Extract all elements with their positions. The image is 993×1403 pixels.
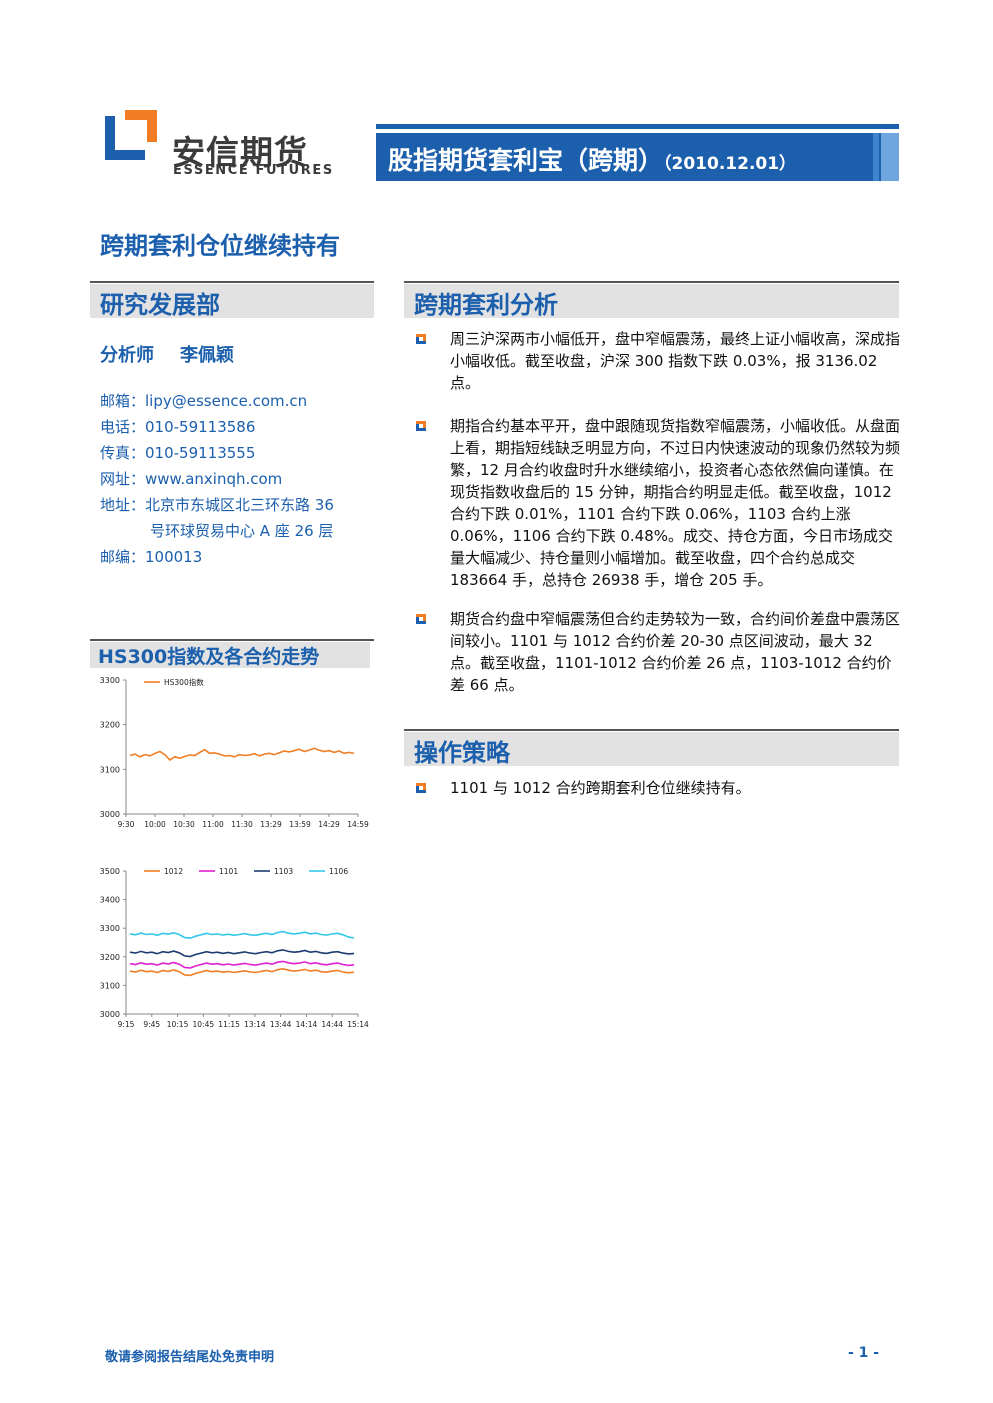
title-banner bbox=[376, 133, 899, 181]
logo-english-name: ESSENCE FUTURES bbox=[173, 163, 334, 178]
y-tick-label: 3300 bbox=[100, 924, 120, 933]
banner-accent-stripe bbox=[873, 133, 879, 181]
bullet-icon bbox=[416, 334, 426, 344]
y-tick-label: 3400 bbox=[100, 896, 120, 905]
x-tick-label: 9:45 bbox=[143, 1020, 160, 1029]
x-tick-label: 13:44 bbox=[270, 1020, 292, 1029]
footer-disclaimer: 敬请参阅报告结尾处免责申明 bbox=[105, 1350, 275, 1365]
company-logo-icon bbox=[105, 110, 157, 160]
contact-email: 邮箱：lipy@essence.com.cn bbox=[100, 392, 308, 410]
x-tick-label: 10:30 bbox=[173, 820, 195, 829]
contact-website: 网址：www.anxinqh.com bbox=[100, 470, 283, 488]
legend-label: 1101 bbox=[219, 867, 238, 876]
series-line-1012 bbox=[129, 967, 355, 977]
y-tick-label: 3200 bbox=[100, 953, 120, 962]
series-line-1106 bbox=[129, 930, 355, 940]
x-tick-label: 11:15 bbox=[218, 1020, 240, 1029]
x-tick-label: 10:15 bbox=[167, 1020, 189, 1029]
contact-fax: 传真：010-59113555 bbox=[100, 444, 256, 462]
y-tick-label: 3200 bbox=[100, 721, 120, 730]
logo-chinese-name: 安信期货 bbox=[172, 133, 308, 172]
x-tick-label: 10:00 bbox=[144, 820, 166, 829]
contact-address-line2: 号环球贸易中心 A 座 26 层 bbox=[150, 522, 334, 540]
legend-label: HS300指数 bbox=[164, 677, 204, 687]
x-tick-label: 10:45 bbox=[193, 1020, 215, 1029]
report-title-text: 股指期货套利宝（跨期） bbox=[388, 146, 664, 175]
contact-address: 地址：北京市东城区北三环东路 36 bbox=[100, 496, 334, 514]
banner-top-rule bbox=[376, 124, 899, 129]
banner-accent-stripe bbox=[881, 133, 899, 181]
x-tick-label: 13:29 bbox=[260, 820, 282, 829]
legend-label: 1012 bbox=[164, 867, 183, 876]
strategy-text: 1101 与 1012 合约跨期套利仓位继续持有。 bbox=[450, 779, 751, 797]
y-tick-label: 3300 bbox=[100, 676, 120, 685]
section-rule bbox=[90, 639, 374, 641]
section-rule bbox=[404, 729, 899, 731]
series-line-1101 bbox=[129, 960, 355, 969]
bullet-icon bbox=[416, 783, 426, 793]
chart-section-title: HS300指数及各合约走势 bbox=[98, 646, 320, 668]
y-tick-label: 3000 bbox=[100, 1010, 120, 1019]
y-tick-label: 3000 bbox=[100, 810, 120, 819]
section-title-research: 研究发展部 bbox=[100, 291, 220, 319]
section-rule bbox=[90, 281, 374, 283]
x-tick-label: 14:44 bbox=[321, 1020, 343, 1029]
bullet-icon bbox=[416, 421, 426, 431]
section-header-bg bbox=[404, 284, 899, 318]
section-header-bg bbox=[90, 284, 374, 318]
legend-label: 1106 bbox=[329, 867, 348, 876]
y-tick-label: 3500 bbox=[100, 867, 120, 876]
analysis-paragraph-2: 期指合约基本平开，盘中跟随现货指数窄幅震荡，小幅收低。从盘面上看，期指短线缺乏明… bbox=[450, 417, 901, 589]
y-tick-label: 3100 bbox=[100, 765, 120, 774]
x-tick-label: 15:14 bbox=[347, 1020, 369, 1029]
analyst-line: 分析师 李佩颖 bbox=[100, 341, 234, 367]
series-line-HS300指数 bbox=[129, 747, 355, 762]
x-tick-label: 11:30 bbox=[231, 820, 253, 829]
x-tick-label: 14:59 bbox=[347, 820, 369, 829]
x-tick-label: 14:29 bbox=[318, 820, 340, 829]
analyst-label: 分析师 bbox=[100, 345, 154, 366]
section-title-analysis: 跨期套利分析 bbox=[414, 291, 558, 319]
report-date: （2010.12.01） bbox=[663, 154, 797, 174]
section-header-bg bbox=[404, 732, 899, 766]
series-line-1103 bbox=[129, 949, 355, 958]
analysis-paragraph-3: 期货合约盘中窄幅震荡但合约走势较为一致，合约间价差盘中震荡区间较小。1101 与… bbox=[450, 610, 901, 694]
section-rule bbox=[404, 281, 899, 283]
section-title-strategy: 操作策略 bbox=[414, 739, 510, 767]
x-tick-label: 9:30 bbox=[118, 820, 135, 829]
x-tick-label: 13:59 bbox=[289, 820, 311, 829]
x-tick-label: 11:00 bbox=[202, 820, 224, 829]
contact-postcode: 邮编：100013 bbox=[100, 548, 203, 566]
page-number: - 1 - bbox=[848, 1345, 880, 1361]
analyst-name: 李佩颖 bbox=[180, 345, 234, 366]
analysis-paragraph-1: 周三沪深两市小幅低开，盘中窄幅震荡，最终上证小幅收高，深成指小幅收低。截至收盘，… bbox=[450, 330, 901, 392]
x-tick-label: 13:14 bbox=[244, 1020, 266, 1029]
y-tick-label: 3100 bbox=[100, 981, 120, 990]
section-header-bg bbox=[90, 642, 370, 668]
contact-phone: 电话：010-59113586 bbox=[100, 418, 256, 436]
bullet-icon bbox=[416, 614, 426, 624]
report-title: 股指期货套利宝（跨期）（2010.12.01） bbox=[388, 141, 796, 177]
x-tick-label: 9:15 bbox=[118, 1020, 135, 1029]
legend-label: 1103 bbox=[274, 867, 293, 876]
main-headline: 跨期套利仓位继续持有 bbox=[100, 232, 340, 260]
x-tick-label: 14:14 bbox=[296, 1020, 318, 1029]
